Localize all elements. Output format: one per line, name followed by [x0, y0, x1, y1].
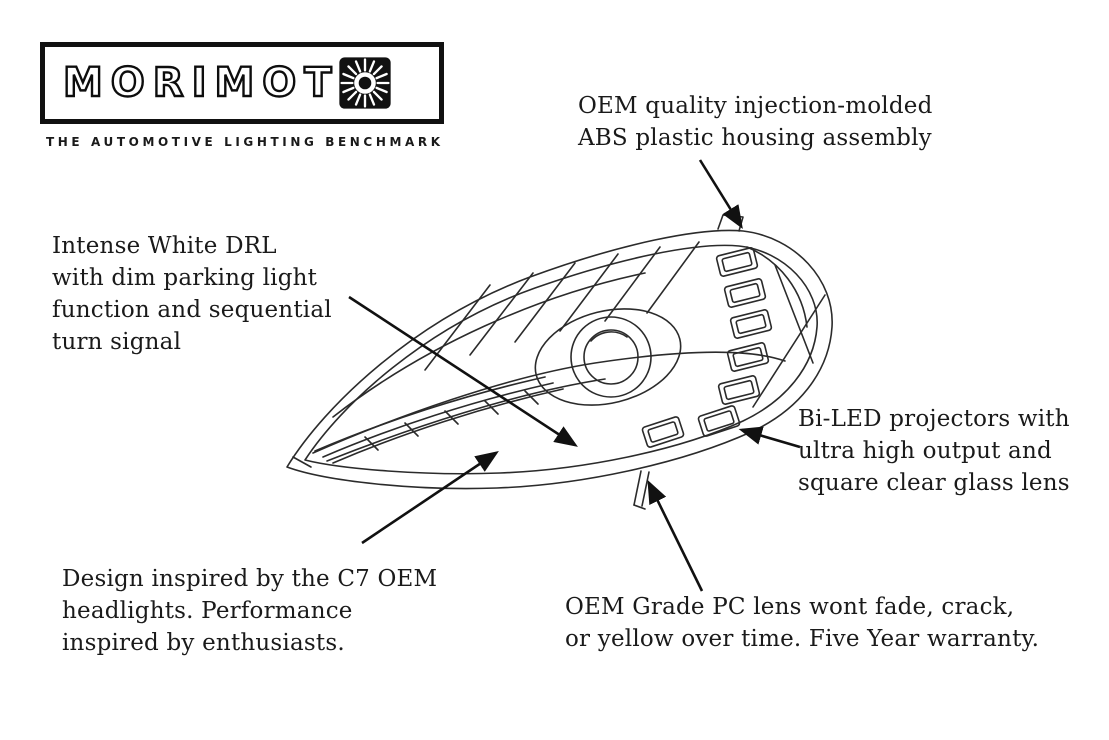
- led-square-array: [641, 247, 773, 448]
- logo-wordmark: MORIMOT: [62, 60, 340, 106]
- morimoto-logo: MORIMOT: [40, 42, 444, 149]
- projector-lens: [534, 308, 682, 406]
- callout-drl-line-3: function and sequential: [52, 297, 332, 323]
- callout-projectors: Bi-LED projectors with ultra high output…: [798, 403, 1070, 499]
- callout-projectors-line-3: square clear glass lens: [798, 470, 1070, 496]
- callout-lens: OEM Grade PC lens wont fade, crack, or y…: [565, 591, 1039, 655]
- callout-drl-line-4: turn signal: [52, 329, 182, 355]
- callout-design-line-2: headlights. Performance: [62, 598, 353, 624]
- mounting-tab: [717, 214, 744, 232]
- callout-drl: Intense White DRL with dim parking light…: [52, 230, 332, 358]
- logo-box: MORIMOT: [40, 42, 444, 124]
- tip-detail: [292, 456, 312, 468]
- callout-drl-line-2: with dim parking light: [52, 265, 318, 291]
- logo-tagline: THE AUTOMOTIVE LIGHTING BENCHMARK: [46, 135, 444, 149]
- callout-design: Design inspired by the C7 OEM headlights…: [62, 563, 437, 659]
- bezel-sweep-upper: [312, 351, 786, 454]
- right-cap-lines: [746, 246, 826, 408]
- headlight-outer-shell: [286, 229, 833, 490]
- callout-design-line-3: inspired by enthusiasts.: [62, 630, 345, 656]
- callout-design-line-1: Design inspired by the C7 OEM: [62, 566, 438, 592]
- callout-housing-line-1: OEM quality injection-molded: [578, 93, 933, 119]
- sunburst-o-icon: [338, 57, 391, 109]
- callout-housing-line-2: ABS plastic housing assembly: [578, 125, 932, 151]
- callout-housing: OEM quality injection-molded ABS plastic…: [578, 90, 933, 154]
- callout-projectors-line-1: Bi-LED projectors with: [798, 406, 1070, 432]
- bottom-connector: [633, 470, 650, 510]
- callout-lens-line-2: or yellow over time. Five Year warranty.: [565, 626, 1040, 652]
- headlight-illustration: [286, 214, 833, 510]
- callout-projectors-line-2: ultra high output and: [798, 438, 1052, 464]
- callout-lens-line-1: OEM Grade PC lens wont fade, crack,: [565, 594, 1015, 620]
- callout-drl-line-1: Intense White DRL: [52, 233, 277, 259]
